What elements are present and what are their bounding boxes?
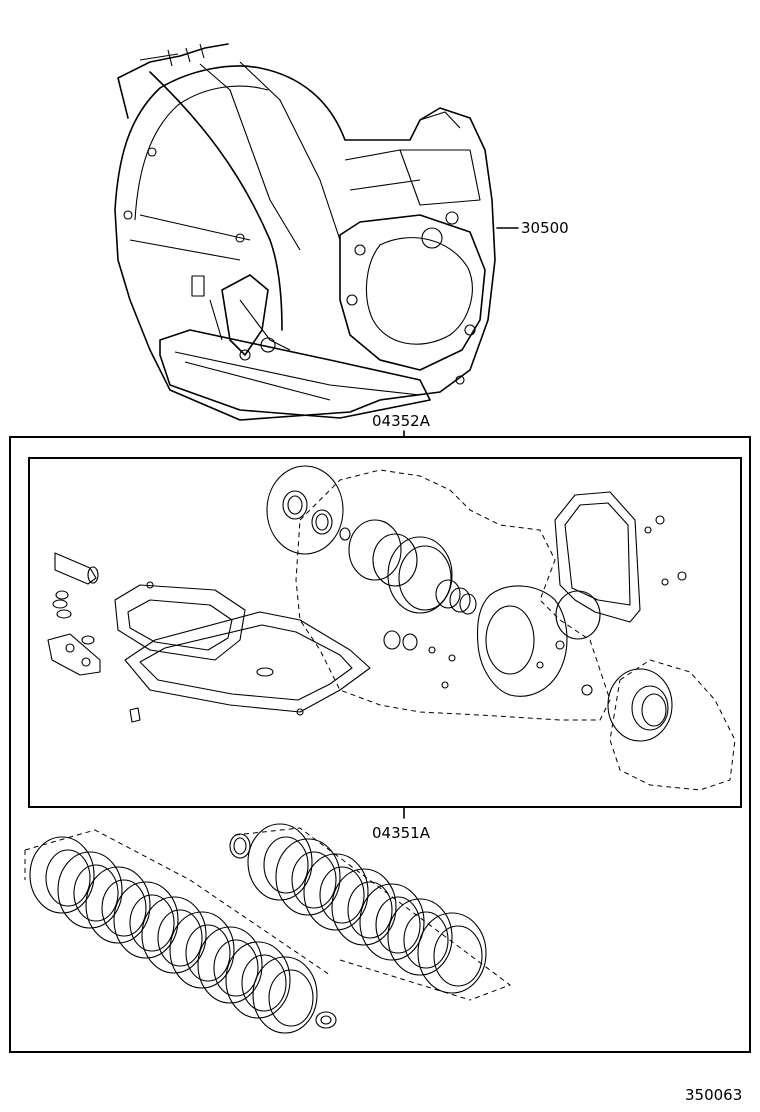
overhaul-kit-frame	[9, 436, 751, 1053]
part-label-transaxle: 30500	[521, 219, 569, 237]
part-label-gasket-kit: 04351A	[372, 824, 431, 842]
gasket-kit-parts-illustration	[47, 465, 736, 791]
figure-number: 350063	[685, 1086, 742, 1104]
clutch-disc-stack-left	[24, 829, 337, 1034]
clutch-disc-stack-right	[229, 823, 512, 1001]
gasket-kit-frame	[28, 457, 742, 808]
part-label-overhaul-kit: 04352A	[372, 412, 431, 430]
transaxle-assembly-illustration	[114, 43, 496, 421]
